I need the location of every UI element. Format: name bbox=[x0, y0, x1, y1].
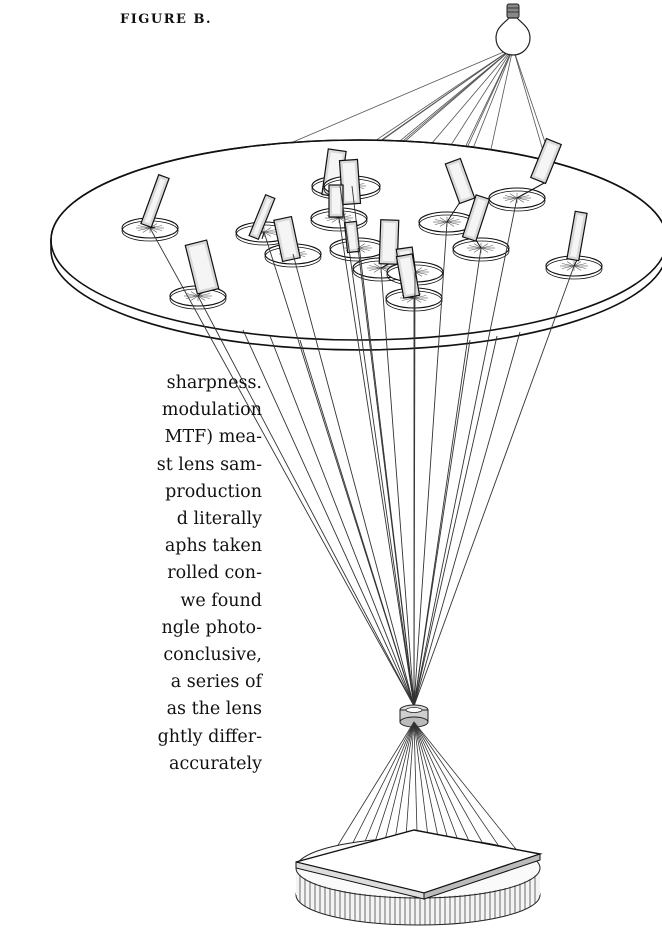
text-line: st lens sam- bbox=[156, 454, 262, 475]
bulb-rays bbox=[154, 47, 578, 277]
text-line: modulation bbox=[161, 400, 262, 421]
body-text-column: sharpness. modulation MTF) mea- st lens … bbox=[0, 370, 262, 778]
focus-rays bbox=[149, 185, 575, 707]
text-line: rolled con- bbox=[167, 563, 262, 584]
test-lens bbox=[399, 704, 429, 728]
text-line: a series of bbox=[170, 672, 262, 693]
text-line: sharpness. bbox=[166, 373, 262, 393]
figure-label: FIGURE B. bbox=[120, 12, 213, 27]
film-holder bbox=[295, 829, 543, 926]
text-line: ghtly differ- bbox=[157, 726, 262, 747]
text-line: d literally bbox=[176, 509, 262, 530]
text-line: we found bbox=[180, 590, 262, 611]
text-line: ngle photo- bbox=[161, 617, 262, 638]
text-line: MTF) mea- bbox=[164, 427, 262, 448]
text-line: as the lens bbox=[166, 699, 262, 720]
light-bulb-icon bbox=[495, 3, 531, 56]
text-line: aphs taken bbox=[164, 536, 262, 557]
text-line: conclusive, bbox=[163, 645, 262, 666]
text-line: production bbox=[165, 481, 262, 502]
text-line: accurately bbox=[169, 753, 262, 774]
